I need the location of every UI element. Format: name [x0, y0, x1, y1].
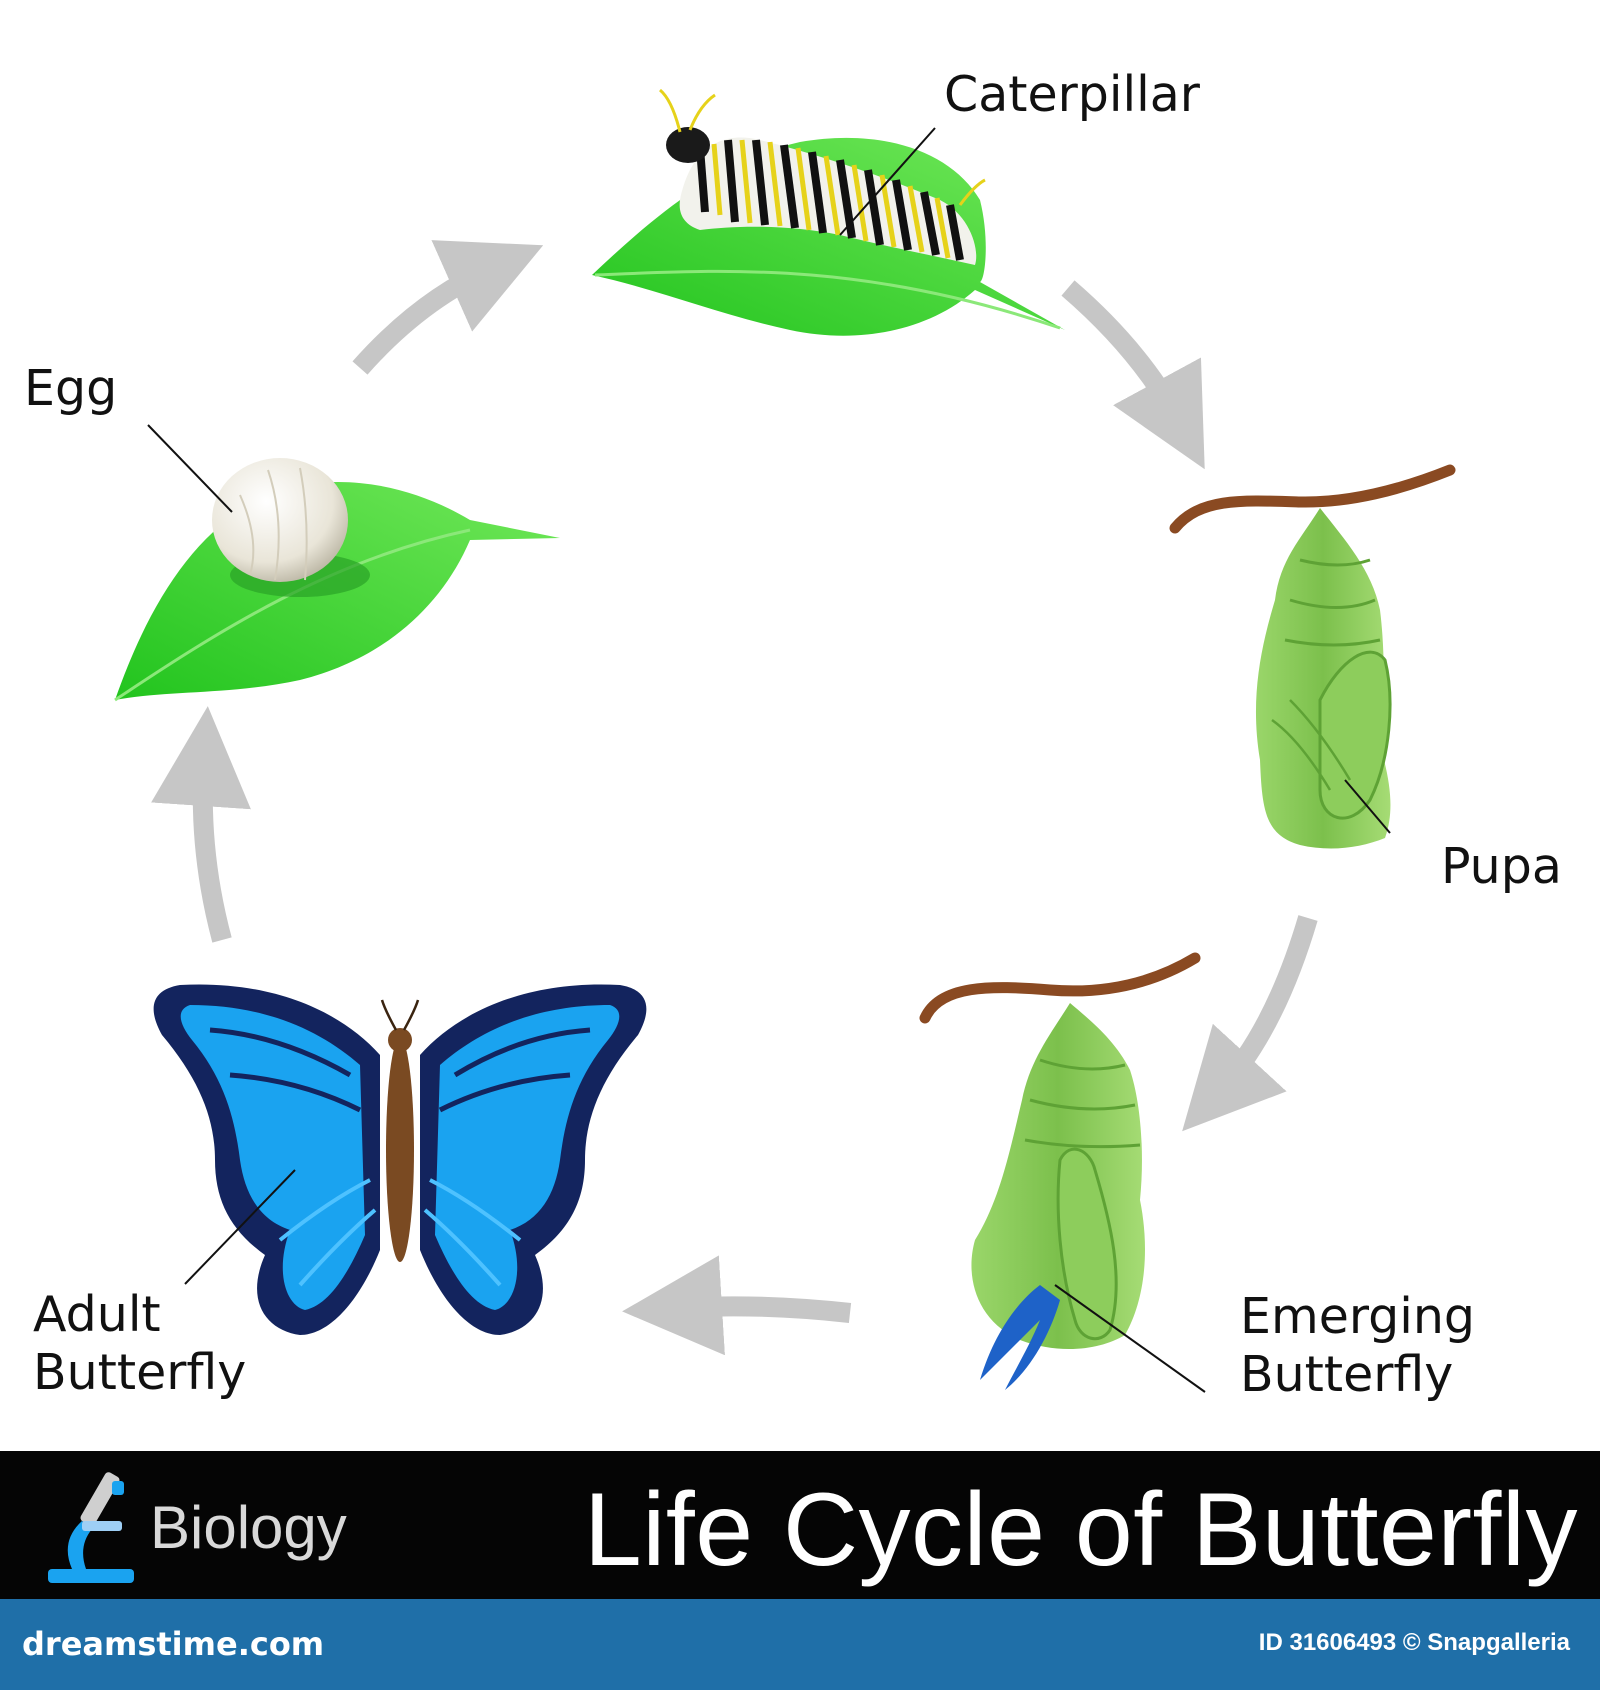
diagram-canvas: [114, 88, 1456, 1393]
egg-leader-line: [147, 424, 233, 513]
caterpillar-illustration: [592, 88, 1065, 336]
arrow-emerging-to-adult: [622, 1255, 852, 1356]
footer-image-credit: ID 31606493 © Snapgalleria: [1258, 1629, 1570, 1656]
pupa-illustration: [1169, 464, 1456, 849]
footer-bar: dreamstime.com ID 31606493 © Snapgalleri…: [0, 1599, 1600, 1690]
caterpillar-leader-line: [839, 127, 936, 236]
leader-lines: [147, 127, 1391, 1393]
label-pupa: Pupa: [1441, 838, 1562, 895]
arrow-pupa-to-emerging: [1182, 915, 1318, 1132]
cycle-arrows: [151, 240, 1318, 1356]
adult-leader-line: [184, 1169, 296, 1285]
title-banner: Biology Life Cycle of Butterfly: [0, 1451, 1600, 1599]
egg-illustration: [114, 458, 560, 702]
label-caterpillar: Caterpillar: [944, 66, 1200, 123]
arrow-caterpillar-to-pupa: [1061, 280, 1205, 470]
banner-subject: Biology: [150, 1494, 347, 1561]
banner-title: Life Cycle of Butterfly: [583, 1472, 1578, 1588]
emerging-butterfly-illustration: [919, 952, 1201, 1390]
footer-site-name: dreamstime.com: [22, 1625, 325, 1663]
arrow-egg-to-caterpillar: [352, 240, 544, 375]
pupa-leader-line: [1344, 779, 1391, 834]
arrow-adult-to-egg: [151, 706, 251, 943]
emerging-leader-line: [1054, 1284, 1206, 1393]
label-egg: Egg: [24, 360, 118, 417]
microscope-icon: [48, 1472, 134, 1583]
label-adult-butterfly: Adult Butterfly: [33, 1286, 247, 1401]
adult-butterfly-illustration: [153, 984, 647, 1335]
label-emerging-butterfly: Emerging Butterfly: [1240, 1288, 1475, 1403]
